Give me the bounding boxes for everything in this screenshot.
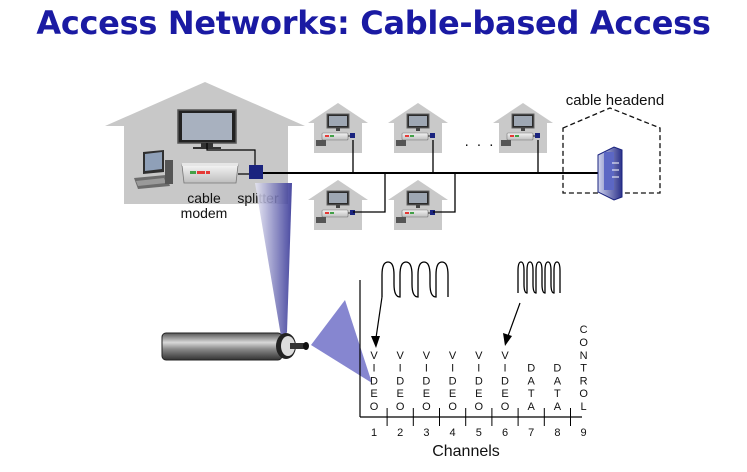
- channel-2-letter: E: [397, 388, 404, 400]
- channel-3-letter: O: [422, 401, 431, 413]
- channel-3-letter: V: [423, 350, 431, 362]
- channel-9-letter: L: [581, 401, 587, 413]
- channel-9-letter: T: [580, 363, 587, 375]
- channel-5-letter: E: [475, 388, 482, 400]
- channel-number: 2: [397, 427, 403, 439]
- channel-number: 8: [554, 427, 560, 439]
- channel-7-letter: A: [528, 401, 536, 413]
- channel-6-letter: E: [501, 388, 508, 400]
- channel-2-letter: O: [396, 401, 405, 413]
- channel-number: 1: [371, 427, 377, 439]
- channel-1-letter: V: [370, 350, 378, 362]
- high-frequency-wave: [517, 261, 561, 294]
- channel-3-letter: E: [423, 388, 430, 400]
- channel-5-letter: I: [477, 363, 480, 375]
- computer-icon: [134, 150, 173, 189]
- channel-2-letter: D: [396, 375, 404, 387]
- page-title: Access Networks: Cable-based Access: [36, 4, 711, 42]
- channel-5-letter: D: [475, 375, 483, 387]
- channel-9-letter: R: [580, 375, 588, 387]
- channel-4-letter: D: [449, 375, 457, 387]
- channel-number: 6: [502, 427, 508, 439]
- arrow-head-2: [503, 333, 512, 346]
- channel-4-letter: O: [448, 401, 457, 413]
- channel-8-letter: D: [553, 363, 561, 375]
- channel-6-letter: I: [503, 363, 506, 375]
- channel-8-letter: T: [554, 388, 561, 400]
- arrow-head-1: [371, 336, 380, 348]
- splitter-icon: [249, 165, 263, 179]
- channel-4-letter: V: [449, 350, 457, 362]
- channel-number: 7: [528, 427, 534, 439]
- coax-cable-icon: [161, 332, 309, 361]
- cable-headend-label: cable headend: [566, 92, 664, 109]
- channel-5-letter: O: [475, 401, 484, 413]
- channel-2-letter: I: [399, 363, 402, 375]
- channel-number: 9: [581, 427, 587, 439]
- house-upper-3: [492, 102, 554, 154]
- channel-number: 5: [476, 427, 482, 439]
- channel-9-letter: O: [579, 337, 588, 349]
- channel-9-letter: C: [580, 324, 588, 336]
- channel-6-letter: O: [501, 401, 510, 413]
- low-frequency-wave: [381, 261, 449, 298]
- channel-2-letter: V: [397, 350, 405, 362]
- channel-1-letter: I: [372, 363, 375, 375]
- cable-headend-icon: [597, 146, 623, 201]
- channel-columns: VIDEO1VIDEO2VIDEO3VIDEO4VIDEO5VIDEO6DATA…: [370, 324, 589, 439]
- channel-4-letter: I: [451, 363, 454, 375]
- cable-modem-icon: [181, 163, 239, 184]
- channel-7-letter: A: [528, 375, 536, 387]
- channel-1-letter: D: [370, 375, 378, 387]
- channel-7-letter: D: [527, 363, 535, 375]
- house-upper-1: [307, 102, 369, 154]
- zoom-cone-right: [311, 300, 372, 383]
- channel-1-letter: O: [370, 401, 379, 413]
- channel-1-letter: E: [370, 388, 377, 400]
- ellipsis-label: . . .: [465, 133, 496, 150]
- house-lower-1: [307, 179, 369, 231]
- channel-8-letter: A: [554, 375, 562, 387]
- cable-modem-label-1: cable: [187, 190, 221, 206]
- channel-3-letter: D: [422, 375, 430, 387]
- house-lower-2: [387, 179, 449, 231]
- house-upper-2: [387, 102, 449, 154]
- channel-5-letter: V: [475, 350, 483, 362]
- channel-number: 3: [423, 427, 429, 439]
- channel-8-letter: A: [554, 401, 562, 413]
- channel-6-letter: V: [501, 350, 509, 362]
- channel-9-letter: N: [580, 350, 588, 362]
- channel-6-letter: D: [501, 375, 509, 387]
- channel-9-letter: O: [579, 388, 588, 400]
- channel-7-letter: T: [528, 388, 535, 400]
- channel-4-letter: E: [449, 388, 456, 400]
- cable-headend-house: [562, 107, 661, 194]
- channel-3-letter: I: [425, 363, 428, 375]
- channels-axis-label: Channels: [432, 443, 500, 460]
- channel-number: 4: [450, 427, 456, 439]
- zoom-cone-top: [255, 183, 292, 342]
- cable-modem-label-2: modem: [181, 205, 228, 221]
